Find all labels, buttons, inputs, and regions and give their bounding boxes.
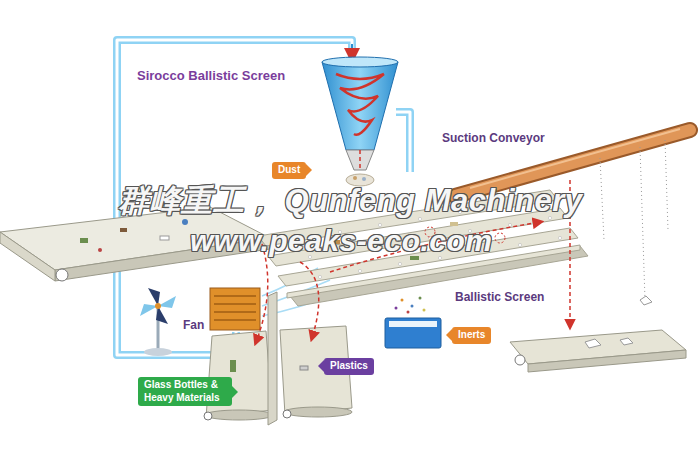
tag-pointer — [232, 386, 238, 398]
plastics-tag: Plastics — [324, 358, 374, 375]
inerts-tag: Inerts — [452, 327, 491, 344]
tag-text: Glass Bottles & Heavy Materials — [144, 379, 226, 404]
tag-pointer — [446, 329, 452, 341]
dust-tag: Dust — [272, 162, 306, 179]
inerts-bin — [385, 297, 441, 349]
watermark: www.peaks-eco.com — [190, 224, 493, 258]
tag-text: Inerts — [458, 329, 485, 342]
tag-text: Dust — [278, 164, 300, 177]
part-label: Ballistic Screen — [455, 290, 544, 304]
glass-tag: Glass Bottles & Heavy Materials — [138, 377, 232, 406]
flow-arrow — [351, 44, 353, 58]
watermark: 群峰重工， Qunfeng Machinery — [118, 180, 582, 222]
tag-pointer — [318, 360, 324, 372]
fan-icon — [140, 288, 176, 356]
tag-text: Plastics — [330, 360, 368, 373]
tag-pointer — [306, 164, 312, 176]
diagram-title: Sirocco Ballistic Screen — [137, 68, 285, 83]
part-label: Fan — [183, 318, 204, 332]
output-conveyors — [204, 292, 686, 425]
cyclone — [322, 57, 398, 186]
part-label: Suction Conveyor — [442, 131, 545, 145]
